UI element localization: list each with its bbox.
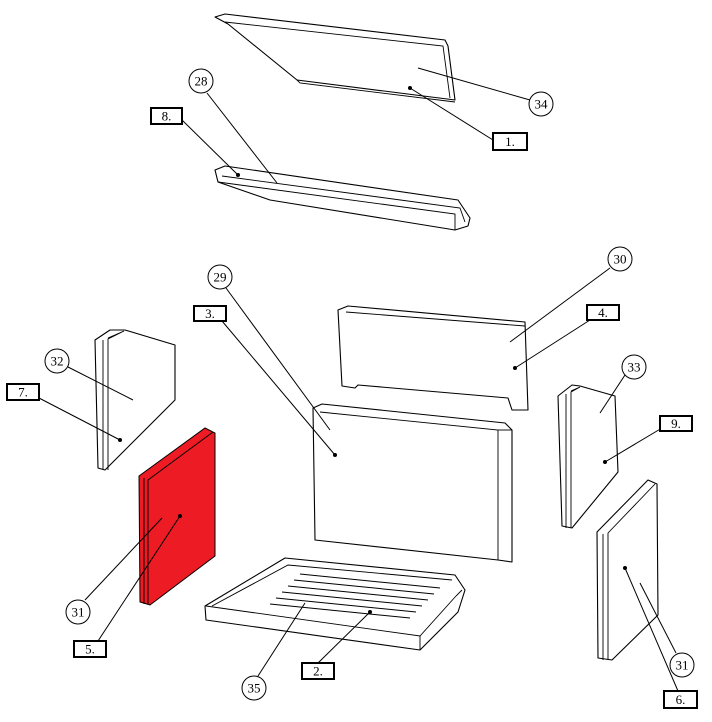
part-4-rear-upper[interactable] <box>337 305 529 411</box>
callout-29: 29 <box>207 264 233 290</box>
callout-34: 34 <box>528 91 554 117</box>
svg-text:32: 32 <box>51 354 64 369</box>
svg-text:2.: 2. <box>313 664 323 679</box>
svg-text:3.: 3. <box>205 306 215 321</box>
grate-bars <box>269 573 441 619</box>
callout-31-right: 31 <box>669 652 695 678</box>
svg-text:30: 30 <box>614 252 627 267</box>
svg-text:31: 31 <box>676 658 689 673</box>
part-1-top-plate[interactable] <box>214 13 456 103</box>
part-number-5: 5. <box>73 640 107 658</box>
svg-text:33: 33 <box>628 360 641 375</box>
svg-text:6.: 6. <box>676 692 686 707</box>
part-number-2: 2. <box>301 662 335 680</box>
part-2-floor-grate[interactable] <box>204 557 466 651</box>
part-number-6: 6. <box>663 690 698 709</box>
svg-text:7.: 7. <box>18 385 28 400</box>
leader-lines <box>38 67 679 692</box>
svg-text:9.: 9. <box>671 416 681 431</box>
svg-text:8.: 8. <box>162 109 172 124</box>
svg-text:31: 31 <box>72 605 85 620</box>
part-9-side-right-upper[interactable] <box>557 384 619 529</box>
part-5-side-left-lower-highlighted[interactable] <box>138 427 216 606</box>
part-number-4: 4. <box>586 304 620 321</box>
part-3-rear-lower[interactable] <box>312 403 513 563</box>
callout-33: 33 <box>621 354 647 380</box>
svg-text:1.: 1. <box>505 134 515 149</box>
part-6-side-right-lower[interactable] <box>596 479 659 661</box>
callout-32: 32 <box>44 348 70 374</box>
svg-text:4.: 4. <box>598 305 608 320</box>
svg-text:28: 28 <box>195 74 208 89</box>
part-number-1: 1. <box>492 132 528 151</box>
part-number-7: 7. <box>6 383 40 401</box>
part-number-9: 9. <box>659 415 693 432</box>
part-number-8: 8. <box>150 107 183 125</box>
callout-30: 30 <box>607 246 633 272</box>
svg-text:5.: 5. <box>85 642 95 657</box>
callout-35: 35 <box>241 675 267 701</box>
callout-28: 28 <box>188 68 214 94</box>
svg-text:35: 35 <box>248 681 261 696</box>
part-number-3: 3. <box>193 305 227 322</box>
svg-text:29: 29 <box>214 270 227 285</box>
part-7-side-left-upper[interactable] <box>94 329 176 471</box>
part-8-baffle[interactable] <box>214 165 471 231</box>
svg-text:34: 34 <box>535 97 549 112</box>
callout-31-left: 31 <box>65 599 91 625</box>
